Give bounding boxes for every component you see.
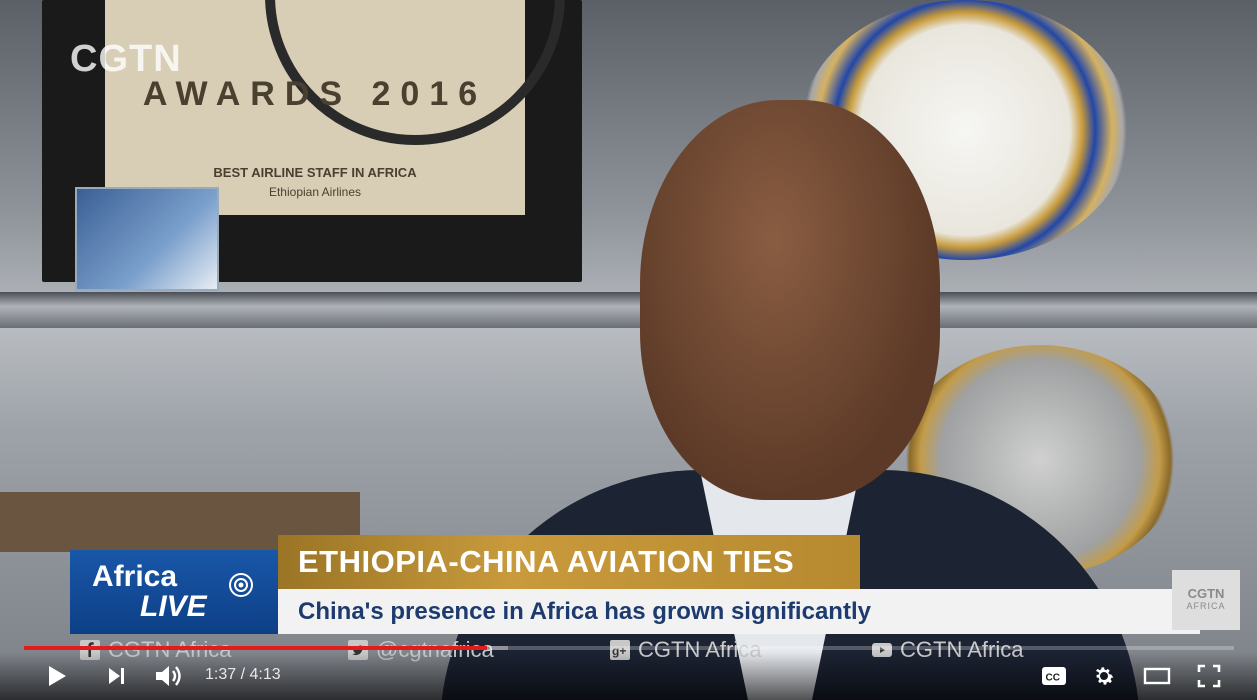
- award-line-1: BEST AIRLINE STAFF IN AFRICA: [213, 165, 417, 180]
- settings-button[interactable]: [1088, 662, 1120, 690]
- play-icon: [49, 666, 66, 686]
- headline-banner: ETHIOPIA-CHINA AVIATION TIES: [278, 535, 860, 589]
- theater-mode-icon: [1143, 667, 1171, 685]
- award-title-text: AWARDS 2016: [142, 75, 488, 113]
- play-button[interactable]: [40, 662, 74, 690]
- subheadline-banner: China's presence in Africa has grown sig…: [278, 589, 1200, 634]
- background-award-plaque: AWARDS 2016 BEST AIRLINE STAFF IN AFRICA…: [105, 0, 565, 215]
- cgtn-africa-badge: CGTN AFRICA: [1172, 570, 1240, 630]
- volume-icon: [156, 666, 181, 686]
- background-shelf: [0, 292, 1257, 328]
- next-icon: [109, 668, 124, 684]
- theater-mode-button[interactable]: [1140, 662, 1174, 690]
- badge-line-1: CGTN: [1187, 586, 1225, 601]
- award-line-2: Ethiopian Airlines: [268, 185, 362, 199]
- progress-bar[interactable]: [24, 646, 1234, 650]
- background-card: [75, 187, 219, 291]
- volume-button[interactable]: [150, 662, 188, 690]
- fullscreen-icon: [1197, 664, 1221, 688]
- time-display: 1:37 / 4:13: [205, 666, 281, 683]
- player-controls: 1:37 / 4:13 CC: [0, 652, 1257, 700]
- show-name-line-1: Africa: [92, 560, 178, 593]
- captions-icon: CC: [1042, 667, 1066, 685]
- settings-icon: [1095, 667, 1114, 685]
- progress-played: [24, 646, 488, 650]
- fullscreen-button[interactable]: [1192, 662, 1226, 690]
- show-name-line-2: LIVE: [140, 590, 207, 623]
- captions-button[interactable]: CC: [1038, 662, 1070, 690]
- badge-line-2: AFRICA: [1186, 601, 1226, 611]
- speaker-head: [640, 100, 940, 500]
- award-emblem: [265, 0, 565, 145]
- next-button[interactable]: [100, 662, 134, 690]
- show-logo: Africa LIVE: [70, 550, 278, 634]
- broadcast-icon: [229, 573, 253, 597]
- channel-watermark: CGTN: [70, 38, 182, 80]
- svg-text:CC: CC: [1046, 673, 1060, 684]
